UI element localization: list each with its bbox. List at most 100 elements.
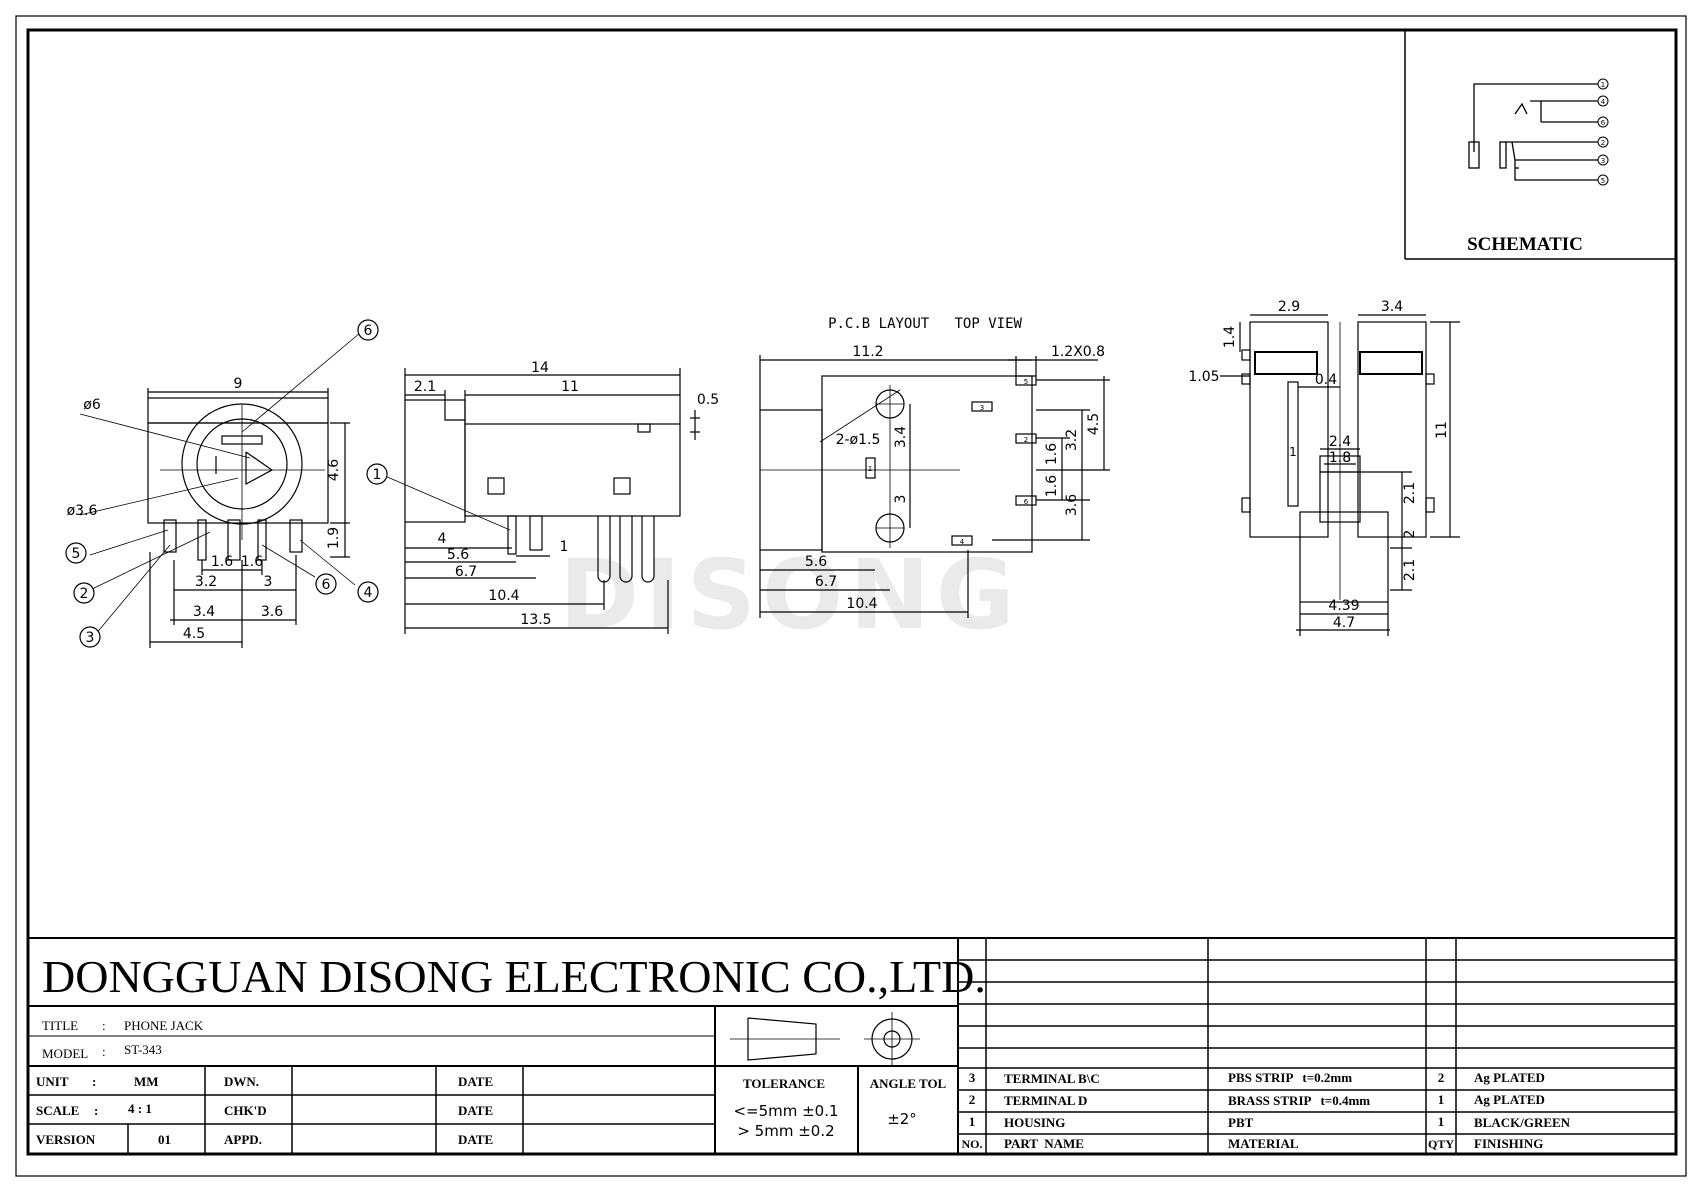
dim-label: 11 [561, 379, 579, 395]
dim-label: 1 [1289, 445, 1297, 459]
bom-qty: 1 [1438, 1114, 1445, 1129]
schematic-pin-label: 2 [1601, 139, 1605, 147]
dim-label: 13.5 [520, 612, 551, 628]
bom-finishing: Ag PLATED [1474, 1070, 1545, 1085]
dim-label: 3 [893, 495, 909, 504]
callout-label: 6 [322, 577, 331, 593]
dim-label: 0.5 [697, 392, 719, 408]
scale-label: SCALE [36, 1103, 79, 1118]
dim-label: 3.6 [261, 604, 283, 620]
bom-part-name: TERMINAL B\C [1004, 1071, 1100, 1086]
dim-label: 3.2 [1064, 429, 1080, 451]
title-label: TITLE [42, 1018, 78, 1033]
bom-finishing: Ag PLATED [1474, 1092, 1545, 1107]
end-view [1220, 314, 1460, 636]
company-name: DONGGUAN DISONG ELECTRONIC CO.,LTD. [42, 951, 986, 1002]
bom-table: 3 TERMINAL B\C PBS STRIP t=0.2mm 2 Ag PL… [962, 1070, 1571, 1151]
end-view-dims: 2.9 3.4 1.4 1.05 0.4 11 2.4 1.8 2.1 2 2.… [1188, 299, 1450, 631]
dim-label: 4.6 [326, 459, 342, 481]
dim-label: 2.4 [1329, 434, 1351, 450]
title-sep: : [102, 1018, 106, 1033]
schematic-symbol [1468, 83, 1598, 181]
schematic-pin-label: 1 [1601, 81, 1605, 89]
angle-tol-label: ANGLE TOL [870, 1076, 947, 1091]
dim-label: 5.6 [805, 554, 827, 570]
date-label: DATE [458, 1103, 493, 1118]
dim-label: 3.4 [1381, 299, 1403, 315]
bom-header-material: MATERIAL [1228, 1136, 1299, 1151]
schematic-pin-label: 4 [1601, 98, 1606, 106]
dim-label: 11 [1434, 421, 1450, 439]
callout-label: 4 [364, 585, 373, 601]
dim-label: 1.6 [1044, 475, 1060, 497]
dim-label: 3.4 [893, 426, 909, 448]
front-view [79, 332, 361, 648]
dim-label: 1.2X0.8 [1051, 344, 1105, 360]
angle-tol-value: ±2° [887, 1110, 917, 1128]
version-label: VERSION [36, 1132, 96, 1147]
unit-value: MM [134, 1074, 159, 1089]
schematic-pin-markers [1597, 78, 1609, 186]
dim-label: 6.7 [455, 564, 477, 580]
date-label: DATE [458, 1132, 493, 1147]
callout-label: 5 [72, 546, 81, 562]
pcb-view-dims: 11.2 1.2X0.8 2-ø1.5 3.4 3 3.2 4.5 1.6 1.… [805, 344, 1105, 612]
bom-no: 2 [969, 1092, 976, 1107]
side-view-dims: 14 2.1 11 0.5 4 5.6 6.7 1 10.4 13.5 [414, 360, 719, 628]
callout-label: 3 [86, 630, 95, 646]
front-view-dims: 9 ø6 ø3.6 4.6 1.9 1.6 1.6 3.2 3 3.4 3.6 … [67, 376, 342, 642]
title-block [28, 937, 1676, 1154]
dim-label: 4.39 [1328, 598, 1359, 614]
dim-label: 1.8 [1329, 450, 1351, 466]
outer-border [15, 15, 1687, 1177]
dim-label: 4 [438, 531, 447, 547]
schematic-pin-label: 5 [1601, 177, 1605, 185]
bom-header-qty: QTY [1428, 1137, 1454, 1151]
schematic-pin-label: 3 [1601, 157, 1605, 165]
bom-header-no: NO. [962, 1137, 983, 1151]
scale-sep: : [94, 1103, 98, 1118]
dim-label: 1.05 [1188, 369, 1219, 385]
bom-material: PBS STRIP t=0.2mm [1228, 1070, 1352, 1085]
dim-label: 2.9 [1278, 299, 1300, 315]
dim-label: 1.6 [1044, 443, 1060, 465]
bom-qty: 2 [1438, 1070, 1445, 1085]
callout-label: 1 [373, 467, 382, 483]
scale-value: 4 : 1 [128, 1101, 152, 1116]
version-value: 01 [158, 1132, 171, 1147]
pcb-view [759, 355, 1110, 618]
dim-label: 14 [531, 360, 549, 376]
dim-label: 5.6 [447, 547, 469, 563]
bom-material: PBT [1228, 1115, 1254, 1130]
date-label: DATE [458, 1074, 493, 1089]
tolerance-label: TOLERANCE [743, 1076, 825, 1091]
pad-label: 6 [1024, 498, 1029, 506]
bom-part-name: TERMINAL D [1004, 1093, 1087, 1108]
side-view [384, 368, 700, 634]
bom-finishing: BLACK/GREEN [1474, 1115, 1571, 1130]
dim-label: 1.6 [211, 554, 233, 570]
dim-label: 2-ø1.5 [836, 432, 881, 448]
dim-label: 3.6 [1064, 494, 1080, 516]
dim-label: 3.2 [195, 574, 217, 590]
unit-label: UNIT [36, 1074, 69, 1089]
schematic-panel: SCHEMATIC 1 4 6 2 3 5 [1404, 30, 1676, 260]
chkd-label: CHK'D [224, 1103, 267, 1118]
tolerance-line-2: > 5mm ±0.2 [737, 1122, 834, 1140]
dim-label: 3 [264, 574, 273, 590]
dim-label: 2 [1402, 530, 1418, 539]
dim-label: 1.6 [241, 554, 263, 570]
callout-label: 6 [364, 323, 373, 339]
pad-label: 5 [1024, 378, 1028, 386]
bom-no: 1 [969, 1114, 976, 1129]
pcb-pads: 5 3 2 1 6 4 [868, 378, 1029, 546]
dim-label: 10.4 [488, 588, 519, 604]
dwn-label: DWN. [224, 1074, 259, 1089]
dim-label: 2.1 [1402, 482, 1418, 504]
callout-label: 2 [80, 586, 89, 602]
appd-label: APPD. [224, 1132, 262, 1147]
dim-label: 4.5 [183, 626, 205, 642]
pad-label: 2 [1024, 436, 1028, 444]
dim-label: 9 [234, 376, 243, 392]
unit-sep: : [92, 1074, 96, 1089]
